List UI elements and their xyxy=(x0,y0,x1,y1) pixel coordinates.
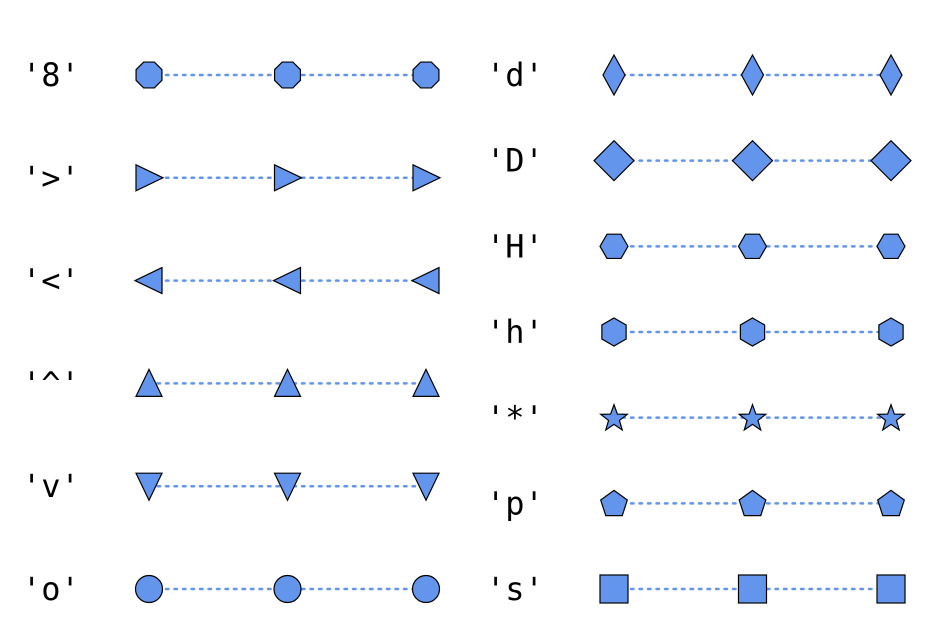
marker-column-2: 'd' 'D' 'H' 'h' '*' 'p' 's' xyxy=(486,53,912,608)
triangle-right-marker xyxy=(412,163,442,192)
thin-diamond-marker xyxy=(602,53,626,97)
thin-diamond-marker xyxy=(879,53,903,97)
octagon-marker xyxy=(135,61,163,89)
hexagon-flat-marker xyxy=(737,233,768,260)
square-marker xyxy=(876,574,906,604)
marker-label: '<' xyxy=(22,262,80,300)
circle-marker xyxy=(273,574,302,604)
star-marker xyxy=(598,402,630,432)
octagon-marker xyxy=(273,61,302,89)
marker-label: 's' xyxy=(486,570,544,608)
marker-label: 'd' xyxy=(486,56,544,94)
triangle-up-marker xyxy=(135,368,163,397)
circle-marker xyxy=(411,574,441,604)
marker-row: '<' xyxy=(22,262,440,300)
thin-diamond-marker xyxy=(740,53,765,97)
marker-row: 'o' xyxy=(22,570,441,608)
marker-label: 'o' xyxy=(22,570,80,608)
hexagon-flat-marker xyxy=(876,233,906,260)
diamond-marker xyxy=(593,139,635,182)
star-marker xyxy=(875,402,907,432)
octagon-marker xyxy=(412,61,440,89)
hexagon-pointy-marker xyxy=(878,317,904,347)
pentagon-marker xyxy=(599,489,629,517)
diamond-marker xyxy=(870,139,912,182)
star-marker xyxy=(737,402,768,432)
circle-marker xyxy=(134,574,164,604)
marker-row: '^' xyxy=(22,364,440,402)
marker-label: 'h' xyxy=(486,313,544,351)
square-marker xyxy=(599,574,629,604)
marker-label: 'p' xyxy=(486,484,544,522)
triangle-left-marker xyxy=(133,266,163,295)
triangle-down-marker xyxy=(273,472,302,502)
triangle-up-marker xyxy=(273,368,302,397)
marker-label: 'v' xyxy=(22,467,80,505)
marker-row: '*' xyxy=(486,399,907,437)
triangle-left-marker xyxy=(272,266,302,295)
triangle-right-marker xyxy=(135,163,165,192)
marker-row: 'd' xyxy=(486,53,903,97)
hexagon-pointy-marker xyxy=(739,317,766,347)
marker-row: 'h' xyxy=(486,313,904,351)
marker-row: 'H' xyxy=(486,227,906,265)
marker-column-1: '8' '>' '<' '^' 'v' 'o' xyxy=(22,56,442,608)
triangle-up-marker xyxy=(412,368,440,397)
marker-row: 's' xyxy=(486,570,906,608)
marker-label: '>' xyxy=(22,159,80,197)
marker-label: 'D' xyxy=(486,142,544,180)
marker-label: 'H' xyxy=(486,227,544,265)
pentagon-marker xyxy=(738,489,767,517)
marker-row: '>' xyxy=(22,159,442,197)
marker-row: 'v' xyxy=(22,467,440,505)
triangle-down-marker xyxy=(135,472,163,502)
diamond-marker xyxy=(731,139,774,182)
marker-row: '8' xyxy=(22,56,440,94)
marker-label: '8' xyxy=(22,56,80,94)
marker-label: '^' xyxy=(22,364,80,402)
square-marker xyxy=(737,574,768,604)
hexagon-flat-marker xyxy=(599,233,629,260)
marker-row: 'p' xyxy=(486,484,906,522)
triangle-left-marker xyxy=(410,266,440,295)
triangle-down-marker xyxy=(412,472,440,502)
marker-label: '*' xyxy=(486,399,544,437)
pentagon-marker xyxy=(876,489,906,517)
hexagon-pointy-marker xyxy=(601,317,627,347)
marker-row: 'D' xyxy=(486,139,912,182)
triangle-right-marker xyxy=(273,163,303,192)
